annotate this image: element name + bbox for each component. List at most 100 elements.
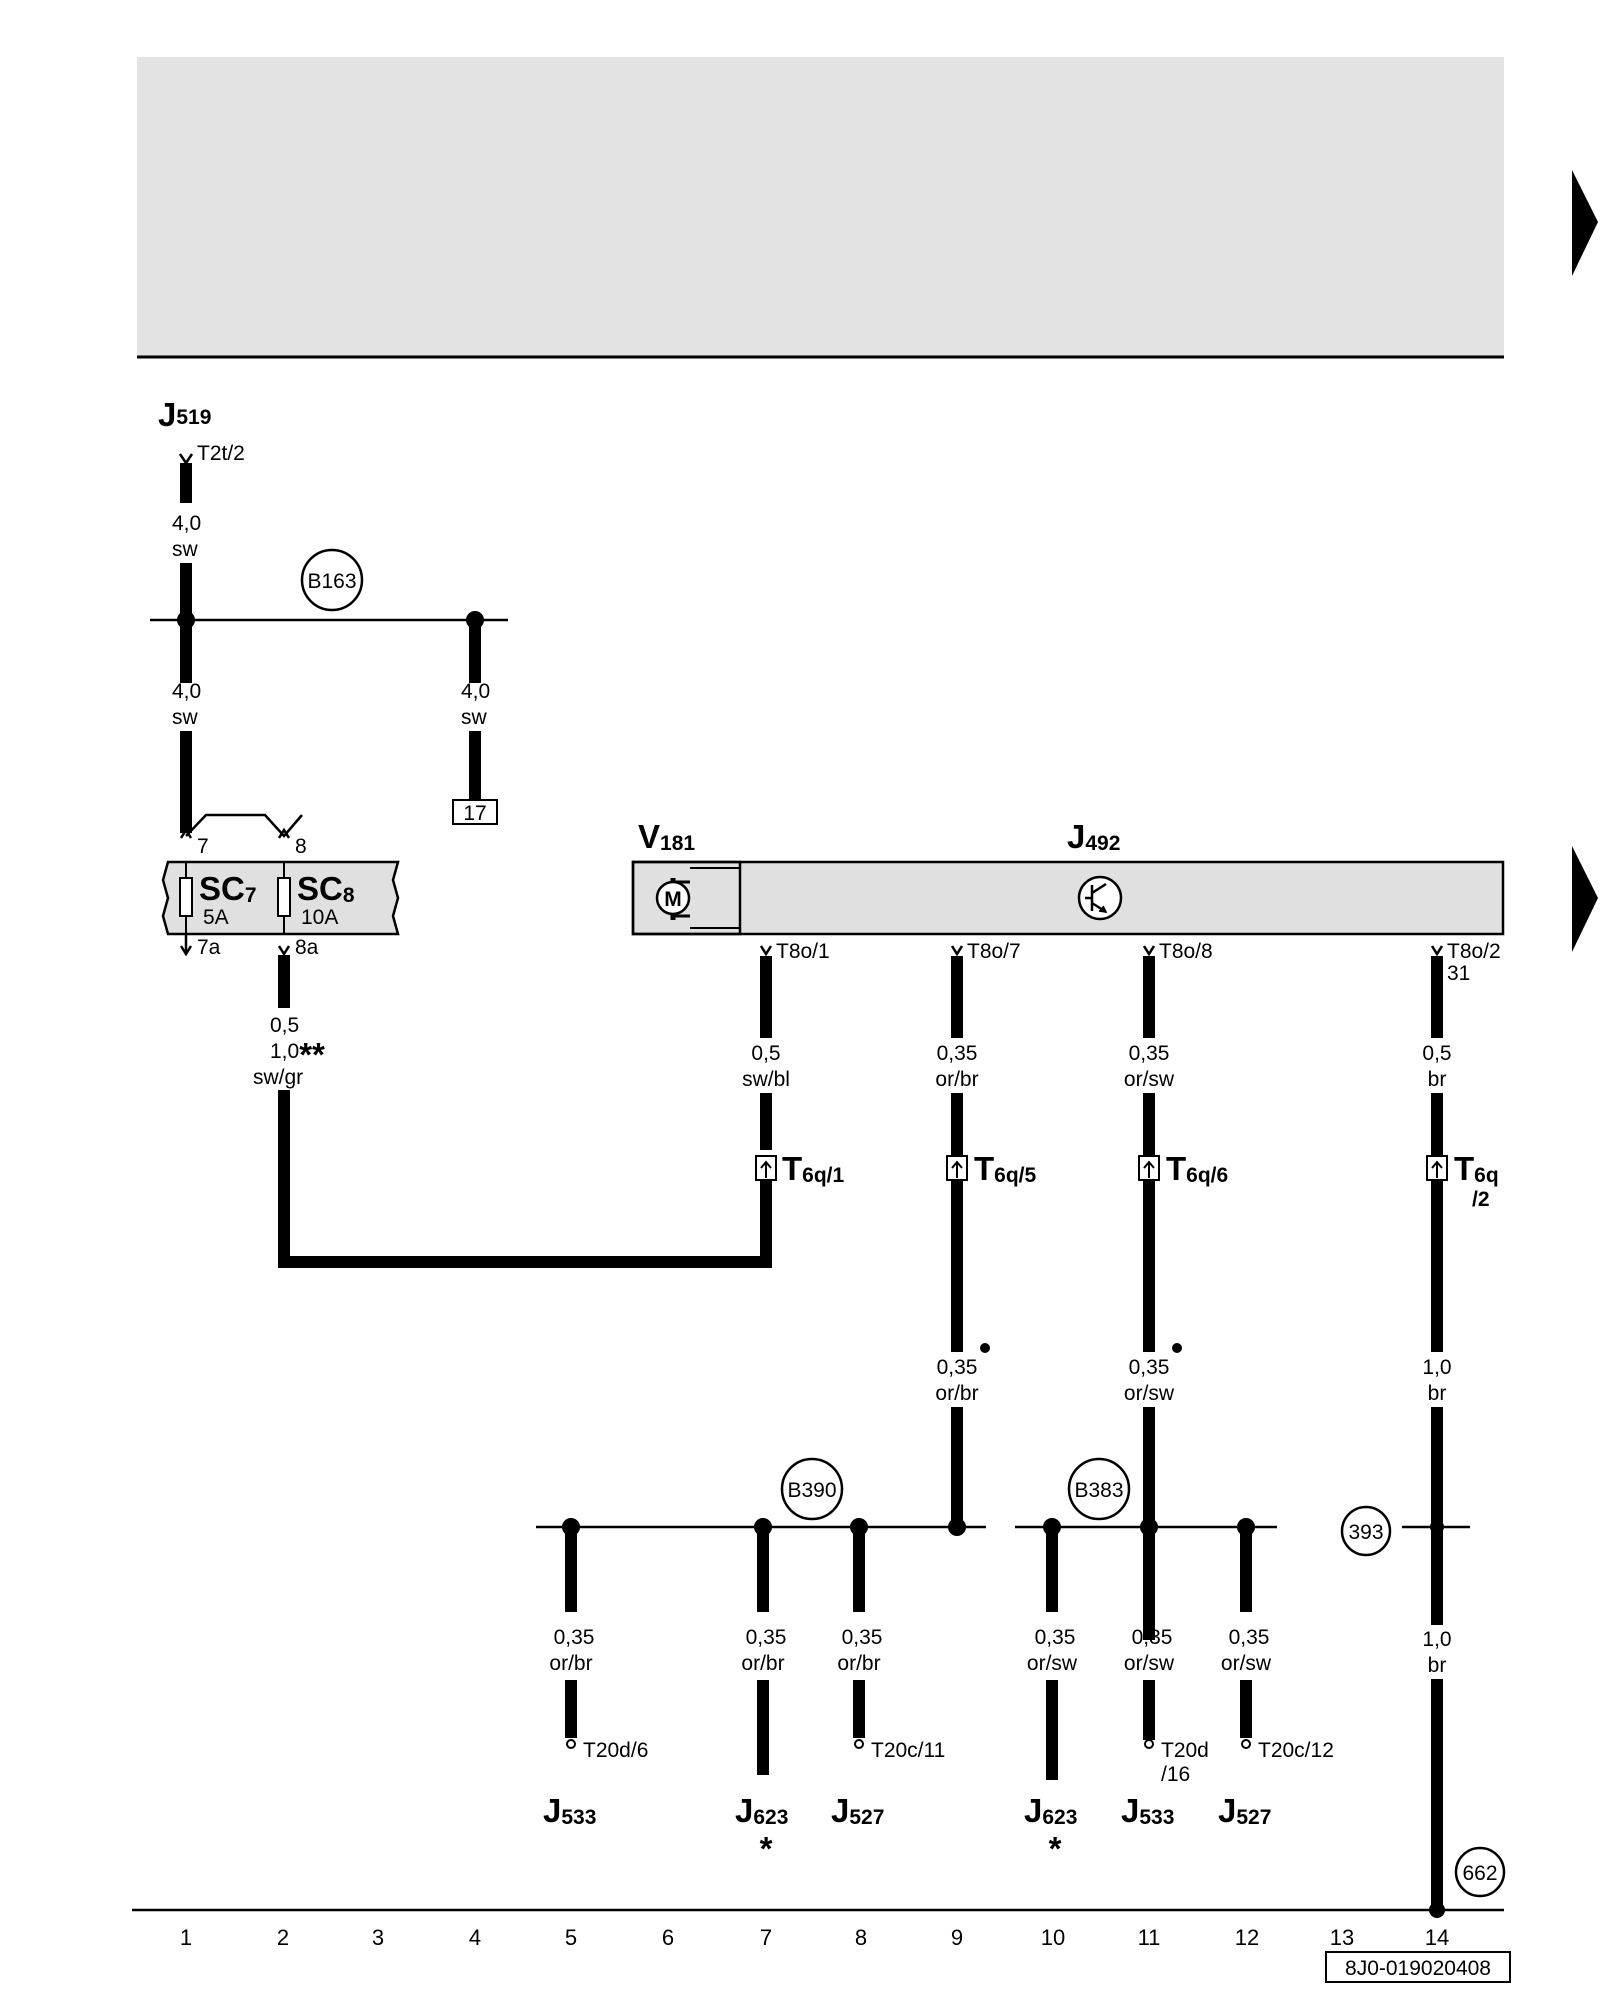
- svg-text:J492: J492: [1067, 818, 1120, 855]
- fuse-sc7-icon: [179, 877, 193, 917]
- connector-t20d-16-b: /16: [1161, 1763, 1190, 1786]
- svg-text:4: 4: [469, 1925, 481, 1950]
- svg-text:br: br: [1428, 1654, 1447, 1677]
- connector-t8o-2: T8o/2: [1447, 940, 1501, 963]
- pin-arrow-7: [179, 827, 193, 839]
- svg-text:5A: 5A: [203, 906, 229, 929]
- svg-text:17: 17: [463, 802, 486, 825]
- svg-text:J623: J623: [735, 1792, 788, 1829]
- svg-text:or/sw: or/sw: [1027, 1652, 1078, 1675]
- svg-text:1: 1: [180, 1925, 192, 1950]
- wire-col2-to-col7: [278, 1090, 772, 1268]
- fuse-sc8[interactable]: SC8 10A: [297, 870, 355, 929]
- svg-text:J533: J533: [543, 1792, 596, 1829]
- ground-point-662[interactable]: 662: [1454, 1846, 1506, 1898]
- pin-arrows-module: [759, 945, 1444, 957]
- component-v181[interactable]: V181: [638, 818, 695, 855]
- component-j519[interactable]: J519: [158, 396, 211, 433]
- svg-text:4,0: 4,0: [172, 680, 201, 703]
- drawing-number: 8J0-019020408: [1325, 1951, 1511, 1983]
- connector-icons-t6q: [755, 1155, 1448, 1181]
- ref-box-17[interactable]: 17: [452, 799, 498, 825]
- svg-text:9: 9: [951, 1925, 963, 1950]
- wire-label-w2: 0,5 1,0** sw/gr: [253, 1014, 325, 1089]
- svg-text:8J0-019020408: 8J0-019020408: [1345, 1957, 1491, 1980]
- connector-t6q-6[interactable]: T6q/6: [1166, 1150, 1228, 1187]
- svg-text:J527: J527: [1218, 1792, 1271, 1829]
- svg-text:J527: J527: [831, 1792, 884, 1829]
- connector-t20d-16: T20d: [1161, 1739, 1209, 1762]
- svg-text:8: 8: [855, 1925, 867, 1950]
- svg-text:or/sw: or/sw: [1124, 1382, 1175, 1405]
- connector-t20c-12: T20c/12: [1258, 1739, 1334, 1762]
- svg-text:4,0: 4,0: [461, 680, 490, 703]
- svg-text:5: 5: [565, 1925, 577, 1950]
- svg-text:13: 13: [1330, 1925, 1354, 1950]
- component-j527-col8[interactable]: J527: [831, 1792, 884, 1829]
- component-j533-col5[interactable]: J533: [543, 1792, 596, 1829]
- svg-text:T6q: T6q: [1454, 1150, 1499, 1187]
- svg-text:12: 12: [1235, 1925, 1259, 1950]
- wire-label-w7b: 0,35 or/br: [741, 1626, 786, 1675]
- svg-text:4,0: 4,0: [172, 512, 201, 535]
- svg-text:*: *: [1049, 1830, 1062, 1867]
- wire-label-w5: 0,35 or/br: [549, 1626, 594, 1675]
- connector-t6q-1[interactable]: T6q/1: [782, 1150, 845, 1187]
- node-b383-col11: [1140, 1518, 1158, 1536]
- svg-text:J533: J533: [1121, 1792, 1174, 1829]
- svg-text:B390: B390: [787, 1479, 836, 1502]
- splice-b383[interactable]: B383: [1067, 1457, 1131, 1521]
- wire-label-w1-mid: 4,0 sw: [172, 680, 201, 729]
- svg-text:B383: B383: [1074, 1479, 1123, 1502]
- svg-text:M: M: [664, 888, 682, 911]
- pin-arrow: [178, 453, 194, 466]
- component-j623-col7[interactable]: J623 *: [735, 1792, 788, 1867]
- svg-text:J519: J519: [158, 396, 211, 433]
- svg-text:sw/bl: sw/bl: [742, 1068, 790, 1091]
- fuse-sc7[interactable]: SC7 5A: [199, 870, 257, 929]
- component-j623-col10[interactable]: J623 *: [1024, 1792, 1077, 1867]
- connector-t6q-5[interactable]: T6q/5: [974, 1150, 1037, 1187]
- svg-text:0,5: 0,5: [270, 1014, 299, 1037]
- pin-7: 7: [197, 835, 209, 858]
- svg-text:0,35: 0,35: [554, 1626, 595, 1649]
- column-numbers: 1 2 3 4 5 6 7 8 9 10 11 12 13 14: [180, 1925, 1449, 1950]
- svg-text:T6q/6: T6q/6: [1166, 1150, 1228, 1187]
- component-j527-col12[interactable]: J527: [1218, 1792, 1271, 1829]
- connector-t20c-11: T20c/11: [871, 1739, 945, 1762]
- svg-text:sw: sw: [461, 706, 488, 729]
- svg-text:B163: B163: [307, 570, 356, 593]
- fuse-sc8-icon: [277, 877, 291, 917]
- ground-point-393[interactable]: 393: [1340, 1505, 1392, 1557]
- continue-arrow-top[interactable]: [1572, 170, 1598, 276]
- connector-t6q-2[interactable]: T6q /2: [1454, 1150, 1499, 1211]
- svg-text:0,35: 0,35: [842, 1626, 883, 1649]
- connector-icon-arrows: [760, 1160, 1443, 1178]
- svg-text:0,35: 0,35: [746, 1626, 787, 1649]
- transistor-icon: [1077, 875, 1123, 921]
- svg-text:T6q/5: T6q/5: [974, 1150, 1037, 1187]
- svg-text:0,35: 0,35: [1035, 1626, 1076, 1649]
- wire-label-w9b: 0,35 or/br: [935, 1356, 978, 1405]
- svg-text:T6q/1: T6q/1: [782, 1150, 845, 1187]
- continue-arrow-mid[interactable]: [1572, 846, 1598, 952]
- wire-label-w14c: 1,0 br: [1422, 1628, 1451, 1677]
- node-393-col14: [1430, 1520, 1444, 1534]
- svg-text:14: 14: [1425, 1925, 1449, 1950]
- svg-text:1,0: 1,0: [1422, 1628, 1451, 1651]
- component-j492[interactable]: J492: [1067, 818, 1120, 855]
- node-b390-col9: [948, 1518, 966, 1536]
- svg-text:1,0: 1,0: [1422, 1356, 1451, 1379]
- connector-t2t-2: T2t/2: [197, 442, 245, 465]
- splice-b163[interactable]: B163: [300, 548, 364, 612]
- jumper-7-8: [185, 813, 303, 838]
- connector-t8o-1: T8o/1: [776, 940, 830, 963]
- svg-text:2: 2: [277, 1925, 289, 1950]
- svg-text:SC8: SC8: [297, 870, 355, 907]
- pin-8a: 8a: [295, 936, 319, 959]
- component-j533-col11[interactable]: J533: [1121, 1792, 1174, 1829]
- wire-label-w11b: 0,35 or/sw: [1124, 1356, 1175, 1405]
- splice-b390[interactable]: B390: [780, 1457, 844, 1521]
- svg-text:V181: V181: [638, 818, 695, 855]
- svg-text:SC7: SC7: [199, 870, 257, 907]
